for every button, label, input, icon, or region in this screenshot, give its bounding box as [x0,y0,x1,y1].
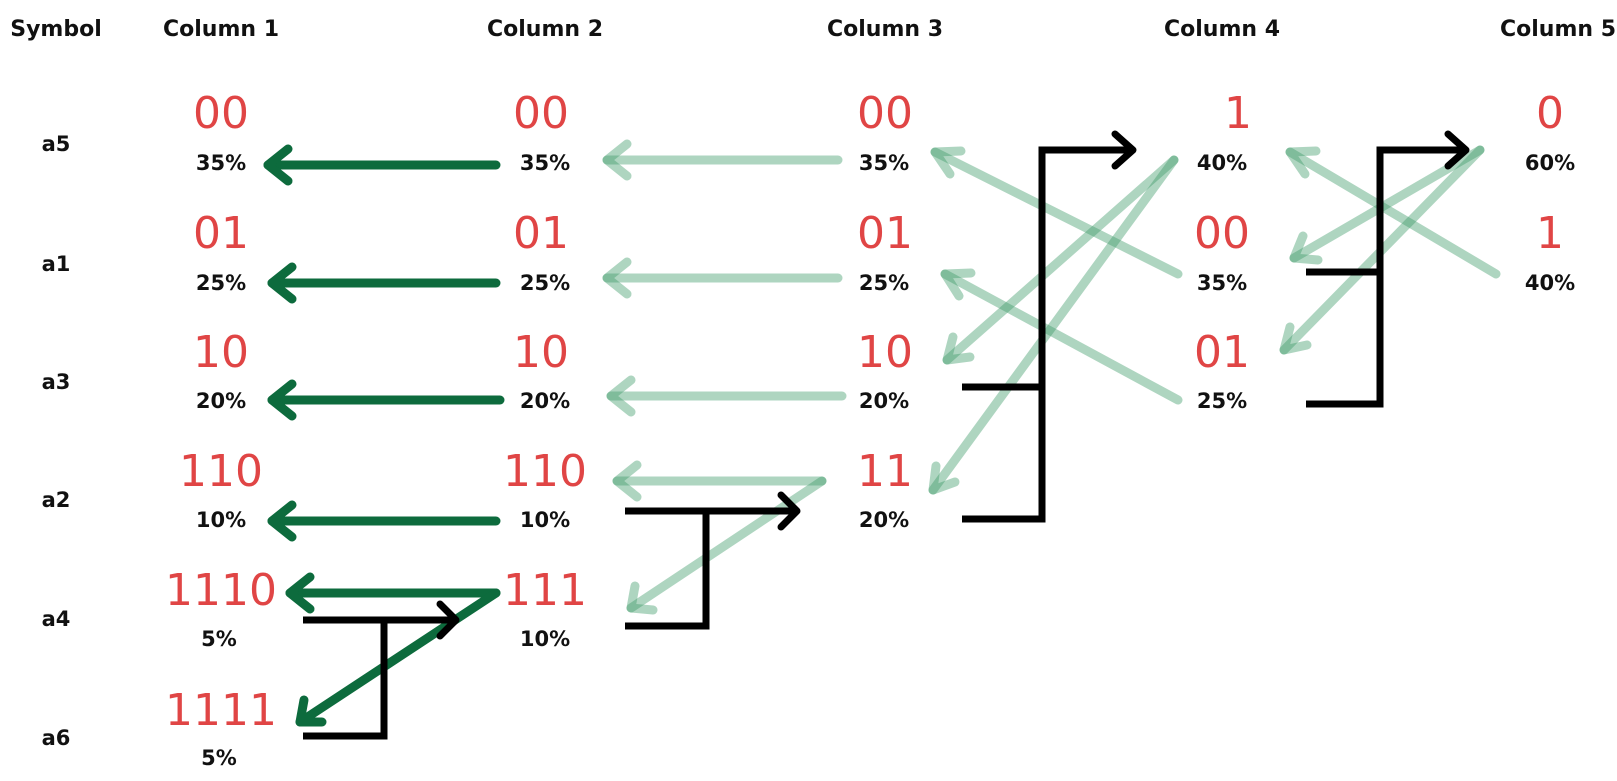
symbol-label: a1 [42,252,71,276]
probability-value: 25% [859,271,909,295]
arrow-col4-split-to-col3-row3 [942,155,1179,365]
probability-value: 20% [196,389,246,413]
probability-value: 20% [859,389,909,413]
probability-value: 35% [196,151,246,175]
arrow-col4-split-to-col3-row4 [928,155,1179,495]
arrow-col2-to-col1-row5 [285,572,501,614]
symbol-label: a6 [42,726,71,750]
probability-value: 20% [859,508,909,532]
arrow-col3-to-col2-row2 [602,257,843,299]
merge-bracket-col2-to-col3 [625,491,801,630]
code-value: 1111 [165,685,277,736]
code-value: 10 [513,327,569,378]
header-column-2: Column 2 [487,17,603,42]
arrow-col3-to-col2-row4 [612,460,827,502]
merge-bracket-col1-to-col2 [303,600,460,740]
merge-brackets [303,130,1470,740]
code-value: 00 [857,88,913,139]
code-value: 111 [503,565,587,616]
symbol-column: a5 a1 a3 a2 a4 a6 [42,132,71,750]
symbol-label: a4 [42,607,71,631]
symbol-label: a5 [42,132,71,156]
probability-value: 25% [520,271,570,295]
probability-value: 5% [201,627,237,651]
symbol-label: a2 [42,488,71,512]
code-value: 1 [1536,208,1564,259]
code-value: 00 [193,88,249,139]
code-value: 00 [513,88,569,139]
arrow-col3-split-to-col2-row5 [626,476,827,615]
probability-value: 10% [520,508,570,532]
code-value: 110 [179,446,263,497]
probability-value: 20% [520,389,570,413]
probability-value: 40% [1525,271,1575,295]
merge-bracket-col3-to-col4 [962,130,1137,523]
probability-value: 35% [520,151,570,175]
dark-arrows [263,144,505,727]
probability-value: 40% [1197,151,1247,175]
code-value: 01 [1194,327,1250,378]
arrow-col2-to-col1-row1 [263,144,501,186]
code-value: 11 [857,446,913,497]
arrow-col2-to-col1-row4 [267,500,501,542]
arrow-col4-to-col3-row1 [930,146,1183,279]
code-value: 01 [857,208,913,259]
probability-value: 10% [196,508,246,532]
arrow-col2-to-col1-row3 [267,379,505,421]
probability-value: 25% [196,271,246,295]
header-column-5: Column 5 [1500,17,1616,42]
code-value: 1110 [165,565,277,616]
header-column-3: Column 3 [827,17,943,42]
column-1: 00 35% 01 25% 10 20% 110 10% 1110 5% 111… [165,88,277,770]
column-3: 00 35% 01 25% 10 20% 11 20% [857,88,913,532]
probability-value: 25% [1197,389,1247,413]
arrow-col2-to-col1-row2 [267,262,501,304]
header-row: Symbol Column 1 Column 2 Column 3 Column… [10,17,1616,42]
column-2: 00 35% 01 25% 10 20% 110 10% 111 10% [503,88,587,651]
arrow-col2-split-to-col1-row6 [295,588,501,727]
code-value: 01 [193,208,249,259]
code-value: 1 [1224,88,1252,139]
column-4: 1 40% 00 35% 01 25% [1194,88,1252,413]
code-value: 0 [1536,88,1564,139]
symbol-label: a3 [42,370,71,394]
arrow-col4-to-col3-row2 [940,268,1183,405]
probability-value: 35% [1197,271,1247,295]
light-arrows [602,139,1501,615]
merge-bracket-col4-to-col5 [1306,130,1470,408]
arrow-col5-to-col4-row1 [1285,146,1501,279]
arrow-col3-to-col2-row3 [606,375,847,417]
header-symbol: Symbol [10,17,102,42]
header-column-4: Column 4 [1164,17,1280,42]
probability-value: 35% [859,151,909,175]
code-value: 110 [503,446,587,497]
code-value: 00 [1194,208,1250,259]
probability-value: 5% [201,746,237,770]
column-5: 0 60% 1 40% [1525,88,1575,295]
code-value: 10 [193,327,249,378]
arrow-col3-to-col2-row1 [602,139,843,181]
header-column-1: Column 1 [163,17,279,42]
probability-value: 60% [1525,151,1575,175]
code-value: 01 [513,208,569,259]
probability-value: 10% [520,627,570,651]
code-value: 10 [857,327,913,378]
